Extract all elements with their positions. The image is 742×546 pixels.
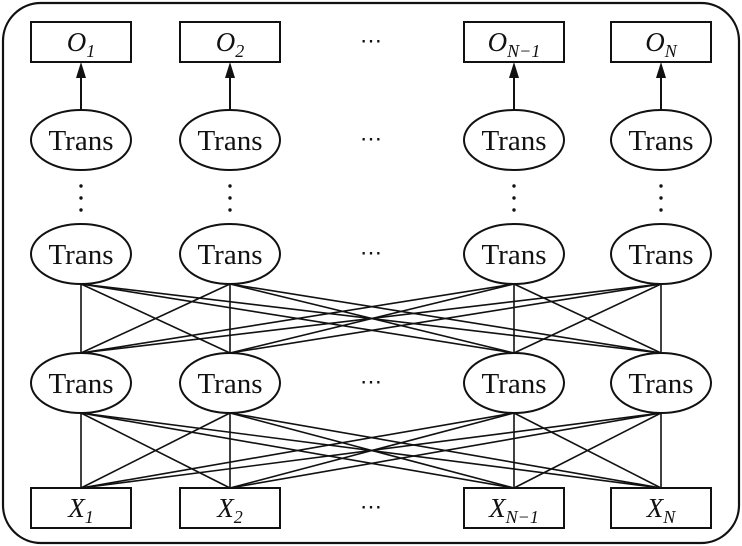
trans-label-top-n-minus-1: Trans [481,125,546,157]
trans-node-bottom-n [610,352,712,414]
input-box-1 [30,487,132,529]
horizontal-ellipsis-trans-middle: ⋯ [360,241,382,266]
trans-label-top-2: Trans [197,125,262,157]
vertical-ellipsis-dot-1-3 [79,208,83,212]
trans-label-bottom-2: Trans [197,368,262,400]
input-label-n-minus-1: XN−1 [488,493,539,527]
trans-node-middle-n [610,223,712,285]
output-label-n-minus-1: ON−1 [488,27,541,61]
edge-trans-bottom-n-to-input-n-minus-1 [513,412,662,489]
output-label-2: O2 [216,27,245,61]
arrow-head-2 [225,62,235,78]
vertical-ellipsis-dot-n-minus-1-2 [512,196,516,200]
trans-label-middle-n-minus-1: Trans [481,239,546,271]
trans-node-top-n-minus-1 [463,109,565,171]
trans-node-middle-2 [179,223,281,285]
output-box-2 [179,21,281,63]
trans-node-bottom-n-minus-1 [463,352,565,414]
horizontal-ellipsis-outputs: ⋯ [360,29,382,54]
edge-trans-mid-n-to-bottom-2 [229,283,662,354]
vertical-ellipsis-dot-2-2 [228,196,232,200]
arrow-head-1 [76,62,86,78]
vertical-ellipsis-dot-2-3 [228,208,232,212]
vertical-ellipsis-dot-2-1 [228,184,232,188]
vertical-ellipsis-dot-n-minus-1-1 [512,184,516,188]
trans-node-bottom-1 [30,352,132,414]
vertical-ellipsis-dot-n-minus-1-3 [512,208,516,212]
trans-node-middle-n-minus-1 [463,223,565,285]
arrow-head-n-minus-1 [509,62,519,78]
vertical-ellipses [79,184,663,212]
output-label-1: O1 [67,27,96,61]
trans-node-top-2 [179,109,281,171]
trans-label-bottom-1: Trans [48,368,113,400]
horizontal-ellipsis-trans-bottom: ⋯ [360,370,382,395]
edge-trans-mid-2-to-bottom-1 [80,283,231,354]
vertical-ellipsis-dot-n-1 [659,184,663,188]
output-box-n [610,21,712,63]
output-label-n: ON [645,27,678,61]
input-box-n-minus-1 [463,487,565,529]
trans-node-middle-1 [30,223,132,285]
trans-node-bottom-2 [179,352,281,414]
trans-label-top-1: Trans [48,125,113,157]
trans-label-middle-1: Trans [48,239,113,271]
trans-label-middle-2: Trans [197,239,262,271]
horizontal-ellipsis-trans-top: ⋯ [360,127,382,152]
trans-node-top-n [610,109,712,171]
trans-label-middle-n: Trans [628,239,693,271]
horizontal-ellipses: ⋯ ⋯ ⋯ ⋯ ⋯ [360,29,382,520]
edge-trans-mid-n-to-bottom-1 [80,283,662,354]
vertical-ellipsis-dot-1-2 [79,196,83,200]
arrow-head-n [656,62,666,78]
trans-label-bottom-n: Trans [628,368,693,400]
edge-trans-mid-n-to-bottom-n-minus-1 [513,283,662,354]
connection-lines [80,283,662,489]
input-box-n [610,487,712,529]
vertical-ellipsis-dot-1-1 [79,184,83,188]
horizontal-ellipsis-inputs: ⋯ [360,495,382,520]
output-box-1 [30,21,132,63]
output-arrows [76,62,666,110]
input-label-2: X2 [216,493,243,527]
vertical-ellipsis-dot-n-2 [659,196,663,200]
trans-label-bottom-n-minus-1: Trans [481,368,546,400]
io-boxes: O1 O2 ON−1 ON X1 X2 XN−1 XN [30,21,712,529]
edge-trans-bottom-n-to-input-2 [229,412,662,489]
input-label-1: X1 [67,493,94,527]
vertical-ellipsis-dot-n-3 [659,208,663,212]
edge-trans-mid-n-minus-1-to-bottom-1 [80,283,515,354]
input-label-n: XN [646,493,677,527]
edge-trans-bottom-2-to-input-1 [80,412,231,489]
edge-trans-bottom-n-to-input-1 [80,412,662,489]
trans-label-top-n: Trans [628,125,693,157]
output-box-n-minus-1 [463,21,565,63]
edge-trans-bottom-n-minus-1-to-input-1 [80,412,515,489]
input-box-2 [179,487,281,529]
trans-node-top-1 [30,109,132,171]
